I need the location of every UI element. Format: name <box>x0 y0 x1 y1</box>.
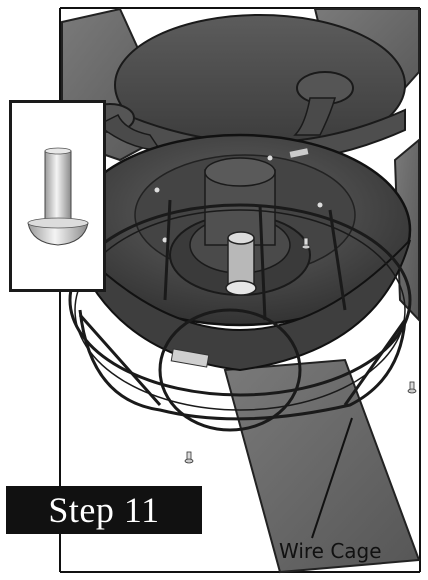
loose-screw <box>301 237 311 250</box>
socket-tube-top <box>227 231 255 245</box>
wire-cage <box>68 199 412 432</box>
label-tag <box>170 348 210 368</box>
fastener-dot <box>317 202 323 208</box>
callout-leader-line <box>311 417 353 539</box>
step-label: Step 11 <box>6 486 202 534</box>
fastener-dot <box>154 187 160 193</box>
fastener-dot <box>267 155 273 161</box>
fastener-dot <box>162 237 168 243</box>
blade-arm-left-neck <box>96 113 162 151</box>
switch-housing-top <box>204 157 276 187</box>
screw-icon <box>27 147 89 246</box>
fan-blade-bottom <box>223 358 421 574</box>
light-kit-bowl-lower <box>69 239 411 372</box>
loose-screw <box>184 451 194 464</box>
wire-cage-callout: Wire Cage <box>279 539 382 563</box>
label-tag <box>289 148 309 158</box>
loose-screw <box>407 381 417 394</box>
screw-detail-inset <box>9 100 106 292</box>
socket-tube-bottom <box>225 280 257 296</box>
blade-arm-right-neck <box>293 97 337 136</box>
